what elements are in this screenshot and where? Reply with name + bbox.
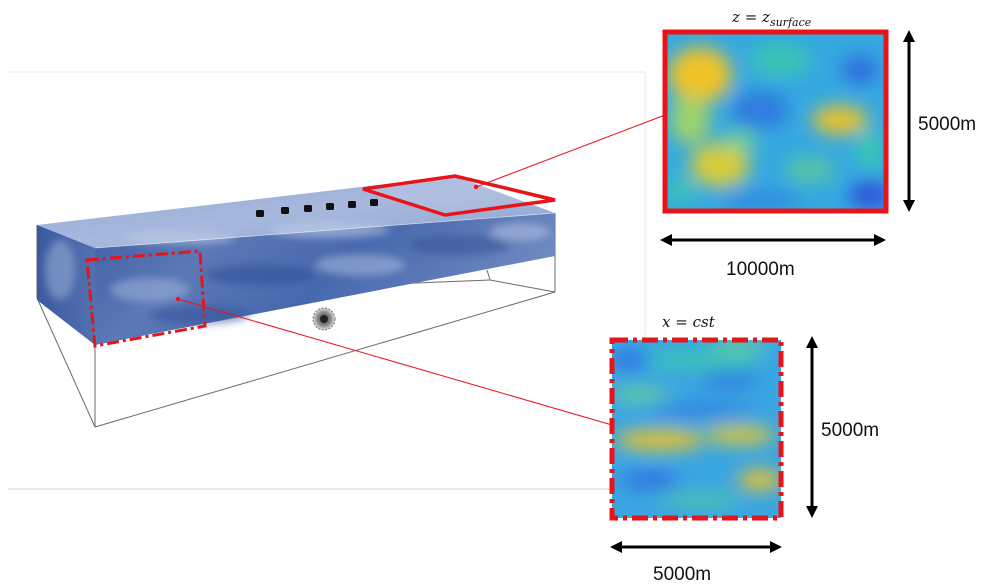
surface-width-label: 10000m bbox=[726, 259, 795, 280]
volume-top-face bbox=[37, 176, 555, 248]
surface-height-label: 5000m bbox=[918, 114, 976, 135]
surface-title-eq: = bbox=[745, 8, 758, 26]
source-marker bbox=[312, 307, 336, 331]
cross-height-arrow bbox=[806, 336, 818, 518]
receiver-marker bbox=[304, 205, 312, 212]
receiver-marker bbox=[281, 207, 289, 214]
surface-width-arrow bbox=[660, 234, 886, 246]
cross-title-eq: = bbox=[675, 313, 688, 331]
surface-panel-title: z = zsurface bbox=[731, 8, 812, 29]
cross-width-arrow bbox=[610, 541, 782, 553]
surface-height-arrow bbox=[903, 30, 915, 212]
volume-block bbox=[37, 176, 556, 345]
surface-connector-line bbox=[475, 114, 666, 188]
receiver-marker bbox=[370, 199, 378, 206]
cross-height-label: 5000m bbox=[821, 420, 879, 441]
receiver-marker bbox=[256, 210, 264, 217]
cross-slice-panel bbox=[609, 337, 784, 521]
cross-width-label: 5000m bbox=[653, 564, 711, 584]
receiver-markers bbox=[256, 199, 378, 217]
receiver-marker bbox=[348, 201, 356, 208]
surface-title-sub: surface bbox=[770, 16, 812, 29]
cross-title-rhs: cst bbox=[693, 313, 716, 331]
surface-slice-panel bbox=[662, 29, 889, 214]
cross-panel-title: x = cst bbox=[662, 313, 716, 331]
surface-title-rhs: z bbox=[761, 8, 770, 26]
receiver-marker bbox=[326, 203, 334, 210]
cross-panel-border bbox=[609, 337, 784, 521]
volume-texture bbox=[45, 222, 550, 324]
cross-slice-highlight bbox=[85, 249, 207, 348]
surface-title-var: z bbox=[731, 8, 740, 26]
surface-slice-highlight bbox=[362, 174, 556, 217]
cross-title-var: x bbox=[662, 313, 671, 331]
surface-panel-border bbox=[662, 29, 889, 214]
cross-connector-line bbox=[177, 298, 613, 426]
